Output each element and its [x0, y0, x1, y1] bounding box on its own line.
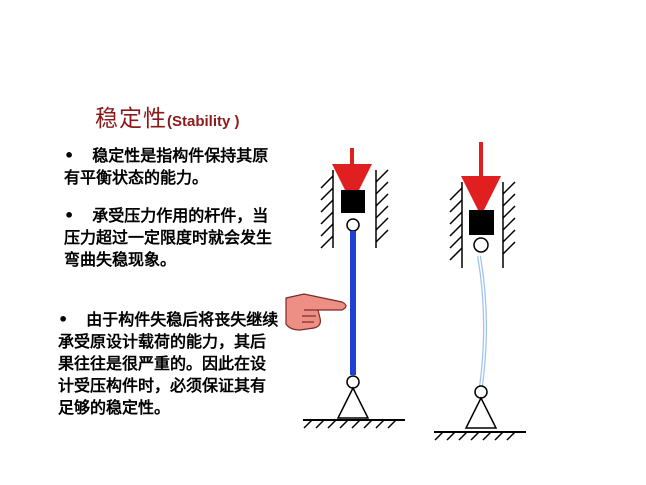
bullet-marker: •	[58, 310, 69, 329]
stable-column-figure	[303, 148, 405, 429]
bullet-design-consequence: •由于构件失稳后将丧失继续承受原设计载荷的能力，其后果往往是很严重的。因此在设计…	[58, 309, 280, 419]
title-chinese: 稳定性	[95, 106, 167, 132]
slide-title: 稳定性(Stability )	[95, 99, 240, 133]
bullet-text: 由于构件失稳后将丧失继续承受原设计载荷的能力，其后果往往是很严重的。因此在设计受…	[58, 310, 279, 417]
bullet-text: 承受压力作用的杆件，当压力超过一定限度时就会发生弯曲失稳现象。	[64, 206, 273, 269]
left-guide-wall	[320, 170, 334, 249]
right-guide-wall	[502, 181, 516, 268]
left-guide-wall	[449, 182, 463, 268]
bottom-hinge	[346, 375, 360, 389]
bullet-text: 稳定性是指构件保持其原有平衡状态的能力。	[64, 146, 269, 187]
top-hinge	[346, 218, 360, 232]
bottom-hinge	[474, 385, 488, 399]
straight-column	[350, 231, 356, 375]
loading-block	[341, 190, 365, 213]
bullet-buckling-phenomenon: •承受压力作用的杆件，当压力超过一定限度时就会发生弯曲失稳现象。	[64, 205, 284, 271]
bullet-marker: •	[64, 206, 75, 225]
title-english: (Stability )	[167, 113, 240, 130]
pin-support	[464, 396, 498, 429]
top-hinge	[473, 237, 489, 253]
ground	[434, 431, 526, 441]
loading-block	[469, 210, 494, 235]
pin-support	[336, 386, 370, 419]
bullet-marker: •	[64, 146, 75, 165]
bullet-stability-definition: •稳定性是指构件保持其原有平衡状态的能力。	[64, 145, 284, 189]
pointing-hand-icon	[285, 293, 347, 331]
right-guide-wall	[375, 169, 389, 248]
ground	[303, 419, 405, 429]
buckled-column-figure	[434, 142, 526, 441]
